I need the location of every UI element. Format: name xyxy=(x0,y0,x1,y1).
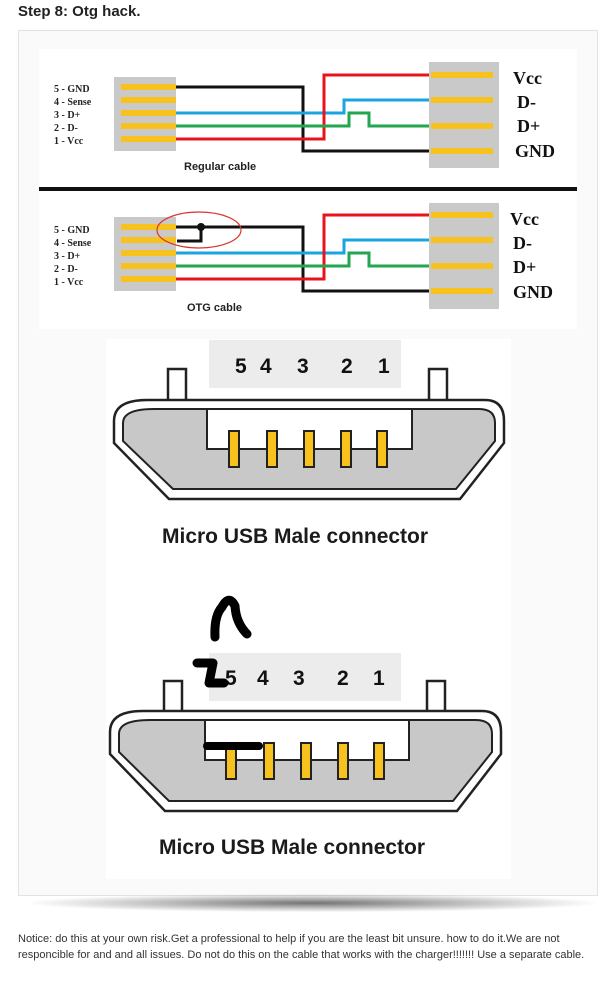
regular-cable-diagram: 5 - GND 4 - Sense 3 - D+ 2 - D- 1 - Vcc xyxy=(54,62,555,173)
micro-usb-connector-top: 5 4 3 2 1 Micro USB Male connector xyxy=(112,340,506,548)
pin-number-5: 5 xyxy=(225,667,237,690)
connector-latch xyxy=(166,367,188,403)
step-title: Step 8: Otg hack. xyxy=(18,3,141,20)
regular-pin-label-4: 4 - Sense xyxy=(54,97,92,108)
pin-number-strip xyxy=(209,340,401,388)
otg-signal-d-plus: D+ xyxy=(513,257,536,277)
otg-pin-label-5: 5 - GND xyxy=(54,225,90,236)
pin-number-3: 3 xyxy=(293,667,305,690)
otg-pin-label-3: 3 - D+ xyxy=(54,251,81,262)
regular-signal-d-minus: D- xyxy=(517,92,536,112)
regular-pin-label-3: 3 - D+ xyxy=(54,110,81,121)
regular-signal-d-plus: D+ xyxy=(517,116,540,136)
pin-number-3: 3 xyxy=(297,355,309,378)
otg-signal-vcc: Vcc xyxy=(510,209,539,229)
pin-number-1: 1 xyxy=(378,355,390,378)
regular-signal-vcc: Vcc xyxy=(513,68,542,88)
image-shadow xyxy=(30,894,595,912)
otg-pin-label-4: 4 - Sense xyxy=(54,238,92,249)
otg-signal-gnd: GND xyxy=(513,282,553,302)
otg-wires xyxy=(176,213,439,293)
plug-contacts xyxy=(121,224,176,282)
connector-latch xyxy=(162,679,184,715)
regular-signal-gnd: GND xyxy=(515,141,555,161)
hand-drawn-jumper xyxy=(192,595,263,750)
regular-wires xyxy=(176,73,439,153)
connector-caption: Micro USB Male connector xyxy=(162,525,428,548)
usb-a-contacts xyxy=(431,212,493,294)
regular-pin-label-1: 1 - Vcc xyxy=(54,136,84,147)
plug-contacts xyxy=(121,84,176,142)
otg-pin-label-1: 1 - Vcc xyxy=(54,277,84,288)
pin-number-1: 1 xyxy=(373,667,385,690)
solder-joint xyxy=(197,223,205,231)
connector-latch xyxy=(425,679,447,715)
regular-pin-label-2: 2 - D- xyxy=(54,123,78,134)
pin-number-2: 2 xyxy=(341,355,353,378)
section-divider xyxy=(39,187,577,191)
regular-pin-label-5: 5 - GND xyxy=(54,84,90,95)
otg-cable-caption: OTG cable xyxy=(187,302,242,314)
otg-cable-diagram: 5 - GND 4 - Sense 3 - D+ 2 - D- 1 - Vcc xyxy=(54,203,553,314)
pin-number-strip xyxy=(209,653,401,701)
pin-number-2: 2 xyxy=(337,667,349,690)
step-image[interactable]: 5 - GND 4 - Sense 3 - D+ 2 - D- 1 - Vcc xyxy=(18,30,598,896)
usb-a-contacts xyxy=(431,72,493,154)
connector-latch xyxy=(427,367,449,403)
micro-usb-connector-bottom: 5 4 3 2 1 Micro USB Mal xyxy=(108,595,503,859)
pin-number-4: 4 xyxy=(260,355,272,378)
highlight-circle xyxy=(156,211,242,249)
pin-number-4: 4 xyxy=(257,667,269,690)
otg-hack-diagram: 5 - GND 4 - Sense 3 - D+ 2 - D- 1 - Vcc xyxy=(39,49,577,879)
connector-pins xyxy=(228,430,388,468)
regular-cable-caption: Regular cable xyxy=(184,161,256,173)
otg-signal-d-minus: D- xyxy=(513,233,532,253)
connector-caption: Micro USB Male connector xyxy=(159,836,425,859)
pin-number-5: 5 xyxy=(235,355,247,378)
notice-text: Notice: do this at your own risk.Get a p… xyxy=(18,933,585,961)
otg-pin-label-2: 2 - D- xyxy=(54,264,78,275)
